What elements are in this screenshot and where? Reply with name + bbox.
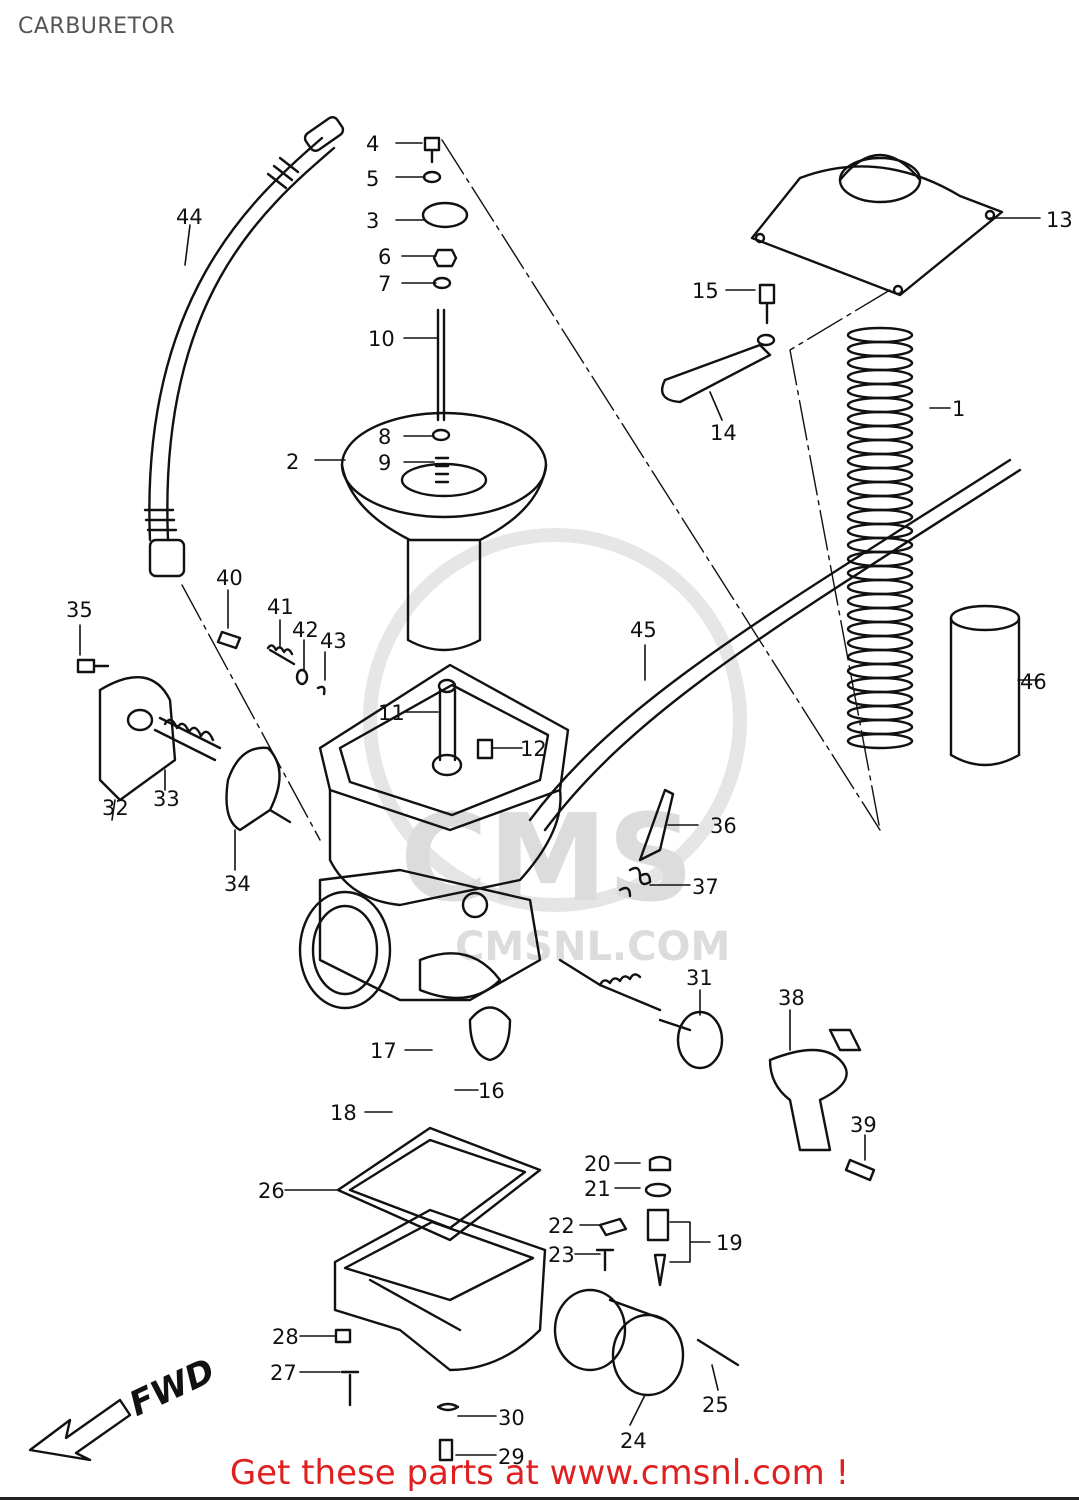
- page-title: CARBURETOR: [18, 14, 176, 39]
- part-label-43: 43: [320, 629, 347, 653]
- spring-coil: [846, 396, 914, 414]
- part-label-7: 7: [378, 272, 391, 296]
- jet-needle: [431, 308, 451, 484]
- air-funnel: [949, 604, 1021, 767]
- watermark-brand: CMS: [400, 790, 694, 929]
- leader-lines: [79, 142, 1041, 1456]
- cable-bracket: [660, 283, 776, 404]
- part-label-31: 31: [686, 966, 713, 990]
- spring-coil: [846, 424, 914, 442]
- part-label-9: 9: [378, 451, 391, 475]
- part-label-10: 10: [368, 327, 395, 351]
- part-label-3: 3: [366, 209, 379, 233]
- part-label-13: 13: [1046, 208, 1073, 232]
- spring-coil: [846, 578, 914, 596]
- part-label-1: 1: [952, 397, 965, 421]
- part-label-33: 33: [153, 787, 180, 811]
- spring-coil: [846, 368, 914, 386]
- float-chamber: [333, 1126, 547, 1462]
- part-label-14: 14: [710, 421, 737, 445]
- part-label-15: 15: [692, 279, 719, 303]
- part-label-46: 46: [1020, 670, 1047, 694]
- part-label-6: 6: [378, 245, 391, 269]
- part-label-11: 11: [378, 701, 405, 725]
- part-label-25: 25: [702, 1393, 729, 1417]
- part-label-44: 44: [176, 205, 203, 229]
- part-label-21: 21: [584, 1177, 611, 1201]
- part-label-18: 18: [330, 1101, 357, 1125]
- spring-coil: [846, 718, 914, 736]
- spring-coil: [846, 732, 914, 750]
- part-label-17: 17: [370, 1039, 397, 1063]
- spring-coil: [846, 480, 914, 498]
- spring-coil: [846, 662, 914, 680]
- carburetor-body: [298, 663, 570, 1062]
- piston-diaphragm: [340, 411, 548, 652]
- part-label-22: 22: [548, 1214, 575, 1238]
- fwd-label: FWD: [123, 1351, 221, 1425]
- piston-spring: [846, 326, 914, 750]
- footer-link[interactable]: Get these parts at www.cmsnl.com !: [229, 1453, 850, 1493]
- spring-coil: [846, 606, 914, 624]
- spring-coil: [846, 326, 914, 344]
- spring-coil: [846, 690, 914, 708]
- part-label-27: 27: [270, 1361, 297, 1385]
- spring-coil: [846, 508, 914, 526]
- top-cap: [750, 154, 1004, 297]
- part-label-8: 8: [378, 425, 391, 449]
- watermark: CMS CMSNL.COM: [363, 528, 747, 970]
- spring-coil: [846, 410, 914, 428]
- part-label-24: 24: [620, 1429, 647, 1453]
- spring-coil: [846, 438, 914, 456]
- spring-coil: [846, 452, 914, 470]
- part-labels: 1234567891011121314151617181920212223242…: [66, 132, 1073, 1469]
- spring-coil: [846, 648, 914, 666]
- spring-coil: [846, 382, 914, 400]
- part-label-4: 4: [366, 132, 379, 156]
- part-label-5: 5: [366, 167, 379, 191]
- part-label-34: 34: [224, 872, 251, 896]
- part-label-35: 35: [66, 598, 93, 622]
- spring-coil: [846, 634, 914, 652]
- vent-hose: [528, 458, 1022, 832]
- spring-coil: [846, 340, 914, 358]
- spring-coil: [846, 620, 914, 638]
- part-label-45: 45: [630, 618, 657, 642]
- float-and-needle-valve: [553, 1155, 740, 1397]
- accelerator-pump-parts: [76, 630, 326, 832]
- fwd-arrow: [28, 1398, 132, 1462]
- part-label-32: 32: [102, 796, 129, 820]
- part-label-30: 30: [498, 1406, 525, 1430]
- part-label-16: 16: [478, 1079, 505, 1103]
- part-label-28: 28: [272, 1325, 299, 1349]
- part-label-39: 39: [850, 1113, 877, 1137]
- spring-coil: [846, 354, 914, 372]
- part-label-26: 26: [258, 1179, 285, 1203]
- part-label-37: 37: [692, 875, 719, 899]
- part-label-20: 20: [584, 1152, 611, 1176]
- idle-and-choke-parts: [476, 738, 876, 1182]
- part-label-23: 23: [548, 1243, 575, 1267]
- part-label-19: 19: [716, 1231, 743, 1255]
- assembly-guides: [181, 139, 891, 841]
- spring-coil: [846, 676, 914, 694]
- spring-coil: [846, 522, 914, 540]
- part-label-40: 40: [216, 566, 243, 590]
- watermark-site: CMSNL.COM: [455, 924, 730, 970]
- spring-coil: [846, 494, 914, 512]
- part-label-12: 12: [520, 737, 547, 761]
- part-label-29: 29: [498, 1445, 525, 1469]
- footer-divider: [0, 1497, 1079, 1500]
- spring-coil: [846, 592, 914, 610]
- part-label-36: 36: [710, 814, 737, 838]
- throttle-cable: [143, 116, 345, 578]
- spring-coil: [846, 466, 914, 484]
- part-label-38: 38: [778, 986, 805, 1010]
- needle-retainer-parts: [421, 136, 469, 290]
- part-label-42: 42: [292, 618, 319, 642]
- part-label-41: 41: [267, 595, 294, 619]
- part-label-2: 2: [286, 450, 299, 474]
